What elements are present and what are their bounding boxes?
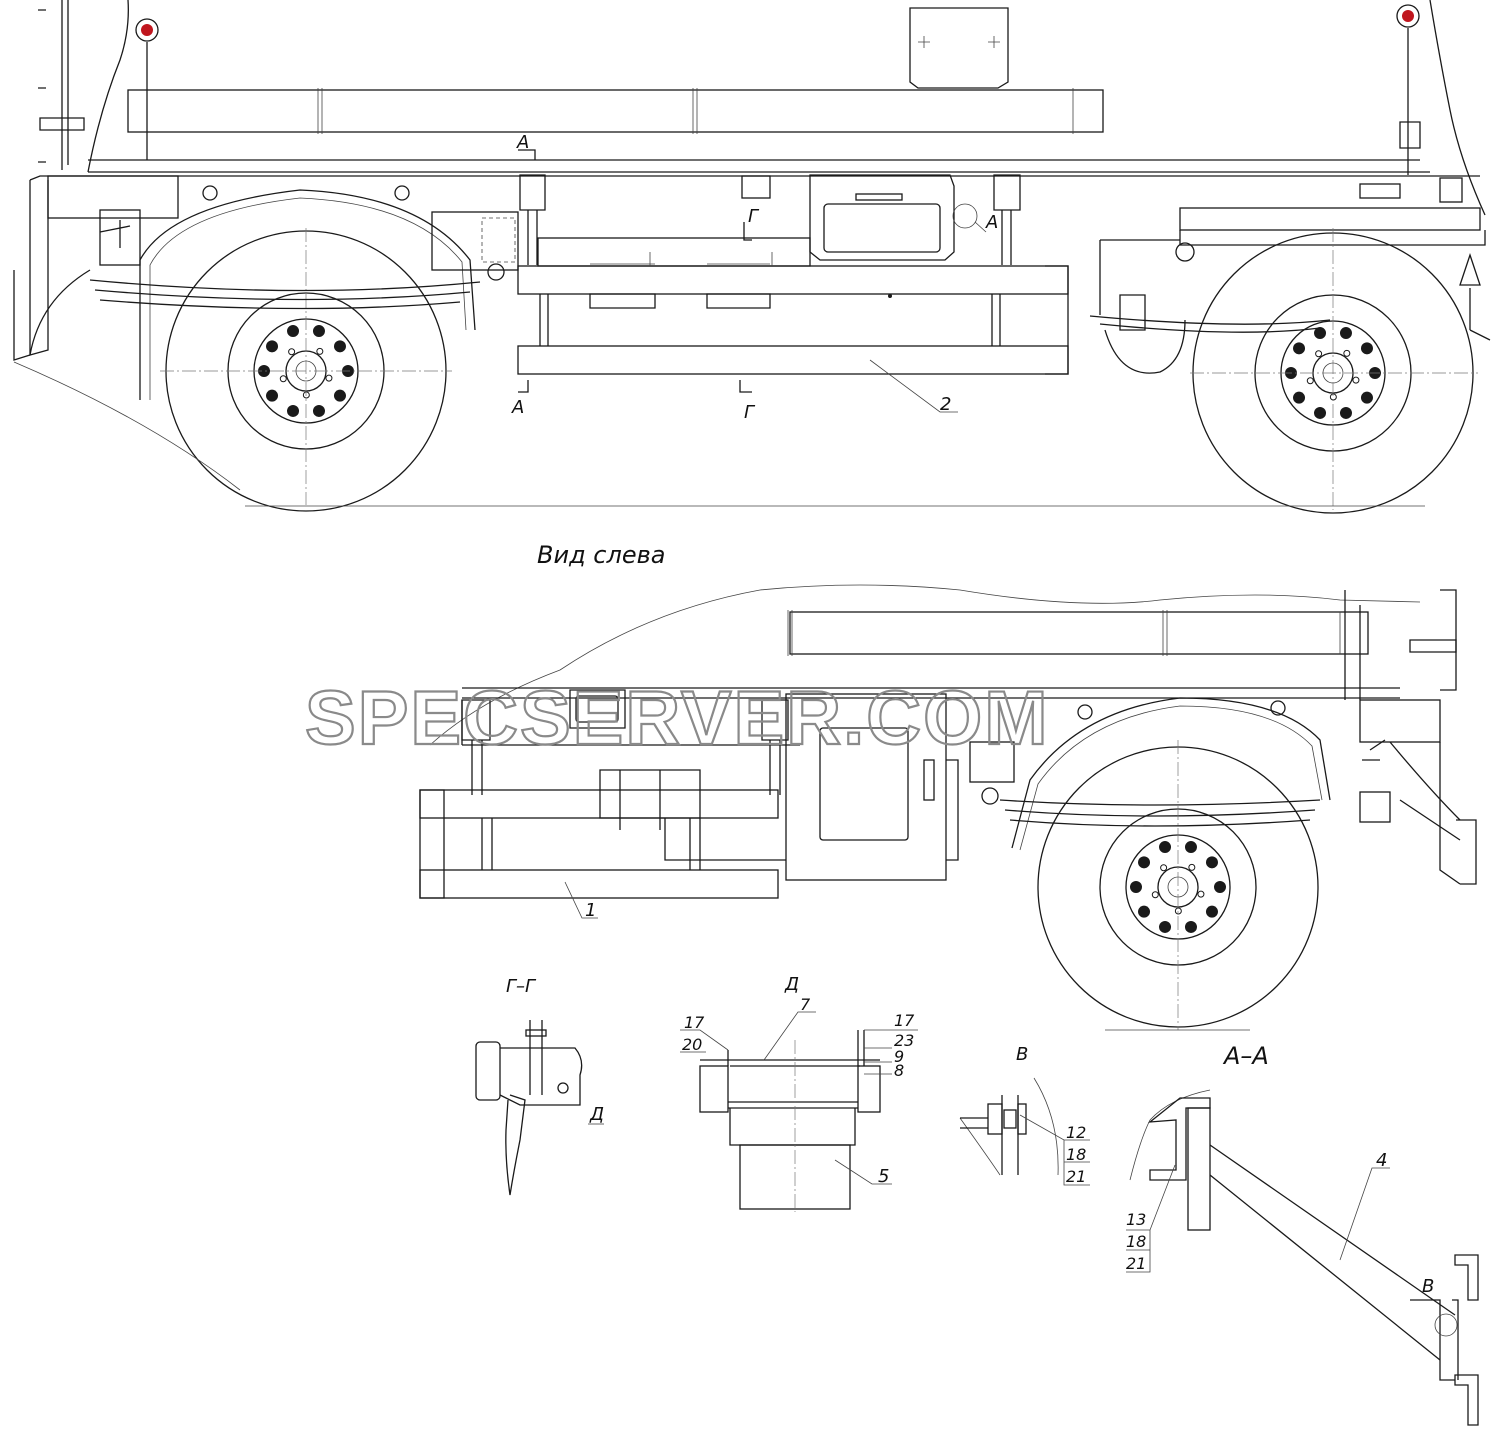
holder-top-left (419, 789, 779, 819)
callout-13: 13 (1126, 1210, 1146, 1229)
wheel-nut-icon (333, 389, 346, 402)
hub-bolt-icon (1160, 864, 1168, 872)
rear-lamp-right-icon (1402, 10, 1414, 22)
hub-bolt-icon (1315, 350, 1323, 358)
wheel-nut-icon (1293, 342, 1306, 355)
tool-box (809, 174, 955, 261)
wheel-nut-icon (1159, 920, 1172, 933)
front-wheel (1190, 228, 1478, 514)
hose-tube-left (789, 611, 1369, 655)
callout-17b: 17 (894, 1011, 915, 1030)
detail-d: 17 20 7 17 23 9 8 5 (680, 995, 918, 1212)
callout-2: 2 (940, 394, 951, 415)
wheel-nut-icon (1314, 406, 1327, 419)
wheel-nut-icon (1159, 841, 1172, 854)
wheel-nut-icon (287, 325, 300, 338)
section-mark-a-top: А (516, 132, 529, 153)
rear-fender (139, 189, 476, 400)
hub-bolt-icon (1188, 863, 1196, 871)
callout-21b: 21 (1126, 1254, 1146, 1273)
callout-4: 4 (1376, 1150, 1387, 1171)
callout-1: 1 (585, 900, 596, 921)
hub-bolt-icon (1174, 907, 1182, 915)
wheel-nut-icon (266, 389, 279, 402)
callout-5: 5 (878, 1166, 889, 1187)
callout-20: 20 (682, 1035, 702, 1054)
wheel-nut-icon (1360, 342, 1373, 355)
callout-17a: 17 (684, 1013, 705, 1032)
wheel-nut-icon (1205, 905, 1218, 918)
detail-v-title: В (1016, 1044, 1028, 1065)
section-aa: В 13 18 21 4 (1126, 1089, 1479, 1426)
hub-bolt-icon (1197, 890, 1205, 898)
wheel-nut-icon (1339, 406, 1352, 419)
wheel-nut-icon (1138, 856, 1151, 869)
section-mark-v: В (1422, 1276, 1434, 1297)
wheel-nut-icon (333, 340, 346, 353)
rear-lamp-left-icon (141, 24, 153, 36)
hub-bolt-icon (325, 374, 333, 382)
hub-bolt-icon (279, 375, 287, 383)
hub-bolt-icon (316, 347, 324, 355)
detail-d-title: Д (784, 974, 799, 995)
wheel-nut-icon (266, 340, 279, 353)
callout-7: 7 (800, 995, 811, 1014)
wheel-nut-icon (1214, 881, 1226, 893)
wheel-nut-icon (1138, 905, 1151, 918)
rear-wheel (160, 228, 452, 512)
left-view-title: Вид слева (537, 541, 665, 569)
hub-bolt-icon (1352, 376, 1360, 384)
hub-bolt-icon (1343, 349, 1351, 357)
wheel-nut-icon (1184, 841, 1197, 854)
wheel-left-view (1037, 740, 1319, 1030)
wheel-nut-icon (1360, 391, 1373, 404)
hub-bolt-icon (288, 348, 296, 356)
side-elevation-view: А А Г Г А 2 (13, 0, 1491, 514)
section-gg: Д (475, 1020, 604, 1196)
callout-9: 9 (894, 1047, 904, 1066)
section-mark-a-right: А (985, 212, 998, 233)
wheel-nut-icon (1314, 327, 1327, 340)
section-mark-g-bottom: Г (744, 402, 756, 423)
wheel-nut-icon (1205, 856, 1218, 869)
left-side-view: 1 (419, 584, 1477, 1031)
mounting-plate (909, 7, 1009, 89)
hose-tube (127, 89, 1104, 133)
wheel-nut-icon (312, 404, 325, 417)
callout-18a: 18 (1066, 1145, 1086, 1164)
callout-23: 23 (894, 1031, 914, 1050)
wheel-nut-icon (1184, 920, 1197, 933)
watermark: SPECSERVER.COM (305, 676, 1050, 761)
wheel-nut-icon (1339, 327, 1352, 340)
section-mark-d: Д (589, 1104, 604, 1125)
wheel-nut-icon (287, 404, 300, 417)
wheel-nut-icon (258, 365, 270, 377)
wheel-nut-icon (312, 325, 325, 338)
tool-box-front (785, 693, 947, 881)
hub-bolt-icon (1306, 377, 1314, 385)
section-mark-g-top: Г (748, 206, 760, 227)
fender-left (1011, 697, 1331, 849)
spare-wheel-holder-bottom (517, 345, 1069, 375)
wheel-nut-icon (1293, 391, 1306, 404)
callout-21a: 21 (1066, 1167, 1086, 1186)
holder-bottom-left (419, 869, 779, 899)
callout-18b: 18 (1126, 1232, 1146, 1251)
spare-wheel-holder-top (517, 265, 1069, 295)
section-gg-title: Г–Г (506, 976, 537, 997)
wheel-nut-icon (1130, 881, 1142, 893)
hub-bolt-icon (1151, 891, 1159, 899)
detail-v: 12 18 21 (959, 1077, 1090, 1186)
callout-8: 8 (894, 1061, 904, 1080)
section-mark-a-bottom: А (511, 397, 524, 418)
callout-12: 12 (1066, 1123, 1086, 1142)
section-aa-title: А–А (1222, 1042, 1269, 1070)
